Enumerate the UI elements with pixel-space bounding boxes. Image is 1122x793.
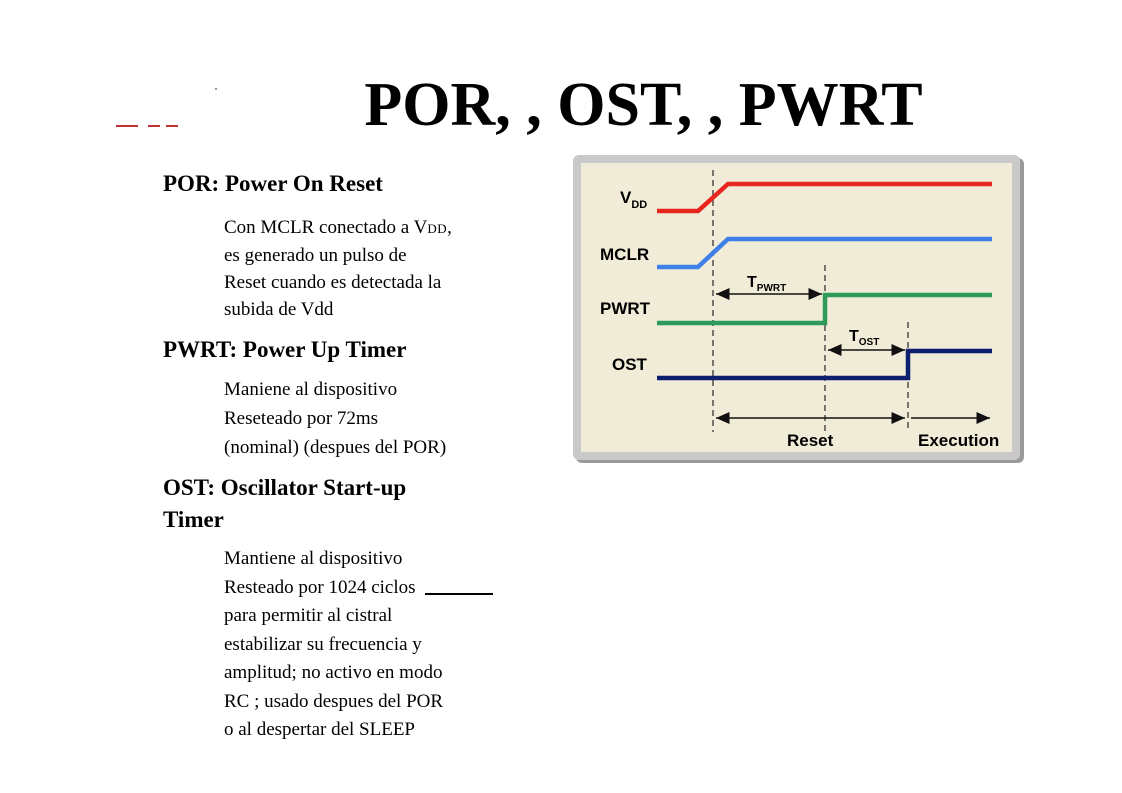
ost-heading-line-1: OST: Oscillator Start-up xyxy=(163,475,407,500)
pwrt-line-1: Maniene al dispositivo xyxy=(224,379,398,400)
ost-line-3: para permitir al cistral xyxy=(224,605,393,626)
pwrt-waveform xyxy=(657,292,992,326)
ost-description: Mantiene al dispositivo Resteado por 102… xyxy=(224,545,443,745)
pwrt-label: PWRT xyxy=(600,299,651,318)
execution-phase-label: Execution xyxy=(918,431,999,450)
pwrt-line-3: (nominal) (despues del POR) xyxy=(224,437,447,458)
t-ost-label: TOST xyxy=(849,328,879,348)
stray-underline xyxy=(425,593,493,595)
por-description: Con MCLR conectado a VDD, es generado un… xyxy=(224,214,452,323)
vdd-waveform xyxy=(657,181,992,214)
reset-phase-label: Reset xyxy=(787,431,834,450)
ost-line-5: amplitud; no activo en modo xyxy=(224,662,443,683)
vdd-label: VDD xyxy=(620,188,647,211)
por-line-3: Reset cuando es detectada la xyxy=(224,272,442,293)
ost-line-4: estabilizar su frecuencia y xyxy=(224,633,422,655)
mclr-waveform xyxy=(657,236,992,270)
por-line-1: Con MCLR conectado a VDD, xyxy=(224,217,452,238)
por-line-4: subida de Vdd xyxy=(224,299,334,320)
diagram-background xyxy=(581,163,1012,452)
vdd-subscript: DD xyxy=(427,221,448,236)
ost-line-2: Resteado por 1024 ciclos xyxy=(224,576,416,598)
por-heading: POR: Power On Reset xyxy=(163,171,383,196)
ost-heading-line-2: Timer xyxy=(163,507,224,532)
pwrt-heading: PWRT: Power Up Timer xyxy=(163,337,407,362)
decorative-dot xyxy=(215,88,217,90)
decorative-dash xyxy=(166,125,178,127)
mclr-label: MCLR xyxy=(600,245,649,264)
ost-heading: OST: Oscillator Start-up Timer xyxy=(163,472,406,536)
slide-title: POR, , OST, , PWRT xyxy=(364,71,923,139)
decorative-dash xyxy=(116,125,138,127)
ost-line-1: Mantiene al dispositivo xyxy=(224,548,403,569)
ost-line-6: RC ; usado despues del POR xyxy=(224,690,444,712)
por-line-2: es generado un pulso de xyxy=(224,245,407,266)
ost-line-7: o al despertar del SLEEP xyxy=(224,719,416,740)
ost-label: OST xyxy=(612,355,648,374)
timing-diagram-svg: VDD MCLR PWRT OST TPWRT TOST Reset Execu… xyxy=(573,155,1024,463)
timing-diagram: VDD MCLR PWRT OST TPWRT TOST Reset Execu… xyxy=(570,152,1026,464)
decorative-dash xyxy=(148,125,160,127)
t-pwrt-label: TPWRT xyxy=(747,274,786,294)
pwrt-description: Maniene al dispositivo Reseteado por 72m… xyxy=(224,375,446,462)
pwrt-line-2: Reseteado por 72ms xyxy=(224,408,379,429)
ost-waveform xyxy=(657,348,992,381)
